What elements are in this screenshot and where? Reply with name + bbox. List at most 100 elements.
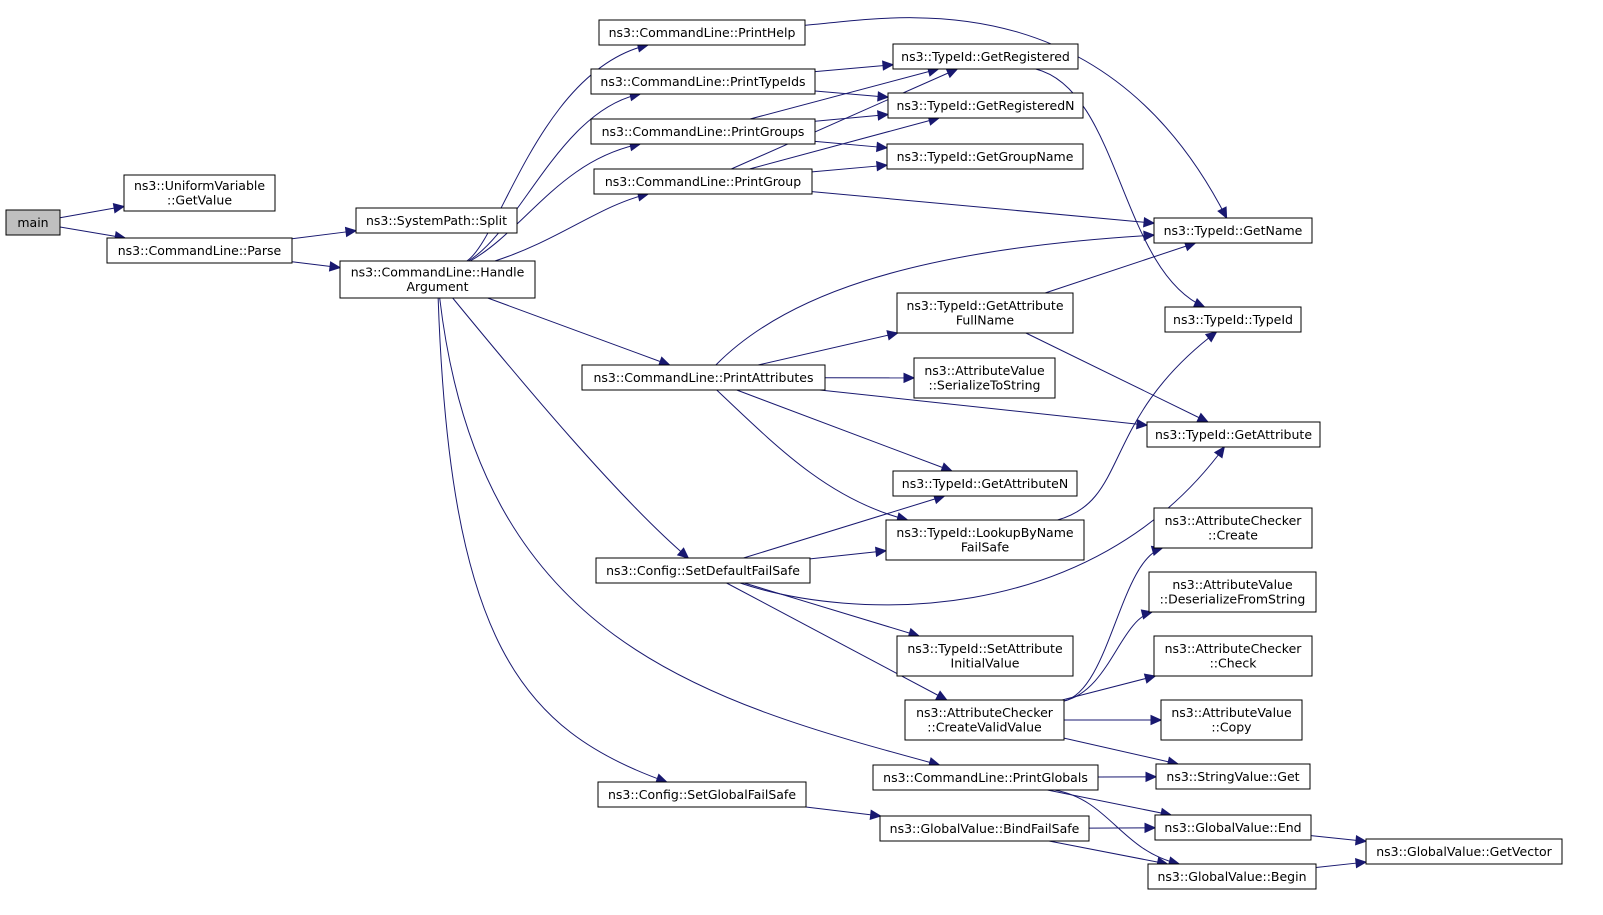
- node-box[interactable]: [106, 237, 293, 264]
- node-box[interactable]: [913, 357, 1056, 399]
- arrowhead-icon: [112, 203, 126, 214]
- edge-line: [1048, 840, 1168, 865]
- node-box[interactable]: [598, 19, 806, 46]
- node-label: ns3::AttributeValue: [1172, 577, 1293, 592]
- node-gv-bindfailsafe[interactable]: ns3::GlobalValue::BindFailSafe: [879, 815, 1090, 842]
- node-cl-printtypeids[interactable]: ns3::CommandLine::PrintTypeIds: [590, 68, 816, 95]
- node-gv-getvector[interactable]: ns3::GlobalValue::GetVector: [1365, 838, 1563, 865]
- arrowhead-icon: [875, 546, 888, 558]
- node-box[interactable]: [886, 143, 1084, 170]
- arrowhead-icon: [1355, 857, 1368, 869]
- edge-line: [466, 44, 649, 262]
- node-box[interactable]: [339, 260, 536, 299]
- arrowhead-icon: [1136, 418, 1149, 430]
- node-label: FailSafe: [961, 540, 1010, 555]
- node-box[interactable]: [879, 815, 1090, 842]
- edge-ac_createvalid-to-sv_get: [1063, 737, 1180, 767]
- node-gv-begin[interactable]: ns3::GlobalValue::Begin: [1147, 863, 1317, 890]
- node-tid-getattribute[interactable]: ns3::TypeId::GetAttribute: [1146, 421, 1321, 448]
- node-cl-printattributes[interactable]: ns3::CommandLine::PrintAttributes: [581, 364, 826, 391]
- edge-tid_getattrfullname-to-tid_getname: [1044, 241, 1197, 294]
- node-box[interactable]: [1160, 699, 1303, 741]
- node-box[interactable]: [590, 68, 816, 95]
- node-label: ns3::AttributeValue: [1171, 705, 1292, 720]
- node-box[interactable]: [5, 209, 61, 236]
- node-av-copy[interactable]: ns3::AttributeValue::Copy: [1160, 699, 1303, 741]
- node-label: ns3::AttributeValue: [924, 363, 1045, 378]
- node-tid-typeid[interactable]: ns3::TypeId::TypeId: [1164, 306, 1302, 333]
- node-box[interactable]: [892, 43, 1079, 70]
- node-av-deserialize[interactable]: ns3::AttributeValue::DeserializeFromStri…: [1148, 571, 1317, 613]
- arrowhead-icon: [1145, 771, 1158, 783]
- node-box[interactable]: [1147, 863, 1317, 890]
- node-box[interactable]: [872, 764, 1099, 791]
- node-box[interactable]: [595, 557, 811, 584]
- arrowhead-icon: [1213, 446, 1226, 459]
- edge-line: [1063, 737, 1179, 765]
- node-av-serialize[interactable]: ns3::AttributeValue::SerializeToString: [913, 357, 1056, 399]
- node-box[interactable]: [590, 118, 816, 145]
- node-cl-printgroups[interactable]: ns3::CommandLine::PrintGroups: [590, 118, 816, 145]
- node-cl-printglobals[interactable]: ns3::CommandLine::PrintGlobals: [872, 764, 1099, 791]
- node-label: ns3::SystemPath::Split: [366, 213, 507, 228]
- node-sp-split[interactable]: ns3::SystemPath::Split: [355, 207, 518, 234]
- node-cl-printgroup[interactable]: ns3::CommandLine::PrintGroup: [593, 168, 813, 195]
- node-cl-printhelp[interactable]: ns3::CommandLine::PrintHelp: [598, 19, 806, 46]
- node-box[interactable]: [896, 635, 1074, 677]
- node-cfg-setdefault[interactable]: ns3::Config::SetDefaultFailSafe: [595, 557, 811, 584]
- node-box[interactable]: [896, 292, 1074, 334]
- edge-cl_printglobals-to-sv_get: [1097, 771, 1158, 783]
- arrowhead-icon: [1355, 834, 1368, 846]
- node-cl-parse[interactable]: ns3::CommandLine::Parse: [106, 237, 293, 264]
- node-tid-getattributen[interactable]: ns3::TypeId::GetAttributeN: [892, 470, 1078, 497]
- node-box[interactable]: [1148, 571, 1317, 613]
- edge-line: [805, 806, 881, 817]
- nodes-layer: mainns3::UniformVariable::GetValuens3::C…: [5, 19, 1563, 890]
- node-ac-createvalid[interactable]: ns3::AttributeChecker::CreateValidValue: [904, 699, 1065, 741]
- edge-line: [809, 550, 887, 560]
- node-label: ::Copy: [1211, 720, 1252, 735]
- node-box[interactable]: [593, 168, 813, 195]
- node-tid-getregistered[interactable]: ns3::TypeId::GetRegistered: [892, 43, 1079, 70]
- node-box[interactable]: [892, 470, 1078, 497]
- node-gv-end[interactable]: ns3::GlobalValue::End: [1154, 814, 1312, 841]
- node-box[interactable]: [1164, 306, 1302, 333]
- node-cfg-setglobal[interactable]: ns3::Config::SetGlobalFailSafe: [597, 781, 807, 808]
- node-box[interactable]: [885, 519, 1085, 561]
- node-tid-getname[interactable]: ns3::TypeId::GetName: [1153, 217, 1313, 244]
- node-main[interactable]: main: [5, 209, 61, 236]
- node-uv-getvalue[interactable]: ns3::UniformVariable::GetValue: [123, 174, 276, 212]
- node-box[interactable]: [1365, 838, 1563, 865]
- node-box[interactable]: [1155, 763, 1311, 790]
- node-box[interactable]: [887, 92, 1084, 119]
- node-box[interactable]: [1153, 635, 1313, 677]
- node-label: ::Create: [1208, 528, 1258, 543]
- node-tid-getregisteredn[interactable]: ns3::TypeId::GetRegisteredN: [887, 92, 1084, 119]
- node-label: ns3::GlobalValue::End: [1164, 820, 1301, 835]
- node-label: FullName: [956, 313, 1015, 328]
- node-tid-getgroupname[interactable]: ns3::TypeId::GetGroupName: [886, 143, 1084, 170]
- node-label: ns3::TypeId::GetName: [1164, 223, 1303, 238]
- node-ac-create[interactable]: ns3::AttributeChecker::Create: [1153, 507, 1313, 549]
- node-box[interactable]: [1153, 217, 1313, 244]
- node-box[interactable]: [1153, 507, 1313, 549]
- node-label: ns3::TypeId::GetAttribute: [1155, 427, 1312, 442]
- edge-tid_lookupbyname-to-tid_typeid: [1057, 331, 1218, 521]
- node-box[interactable]: [123, 174, 276, 212]
- node-box[interactable]: [597, 781, 807, 808]
- edge-line: [814, 90, 889, 98]
- node-box[interactable]: [1154, 814, 1312, 841]
- node-box[interactable]: [355, 207, 518, 234]
- node-box[interactable]: [904, 699, 1065, 741]
- edge-main-to-uv_getvalue: [59, 203, 126, 219]
- edge-line: [811, 191, 1155, 224]
- arrowhead-icon: [1204, 331, 1218, 343]
- node-ac-check[interactable]: ns3::AttributeChecker::Check: [1153, 635, 1313, 677]
- node-box[interactable]: [1146, 421, 1321, 448]
- node-sv-get[interactable]: ns3::StringValue::Get: [1155, 763, 1311, 790]
- node-box[interactable]: [581, 364, 826, 391]
